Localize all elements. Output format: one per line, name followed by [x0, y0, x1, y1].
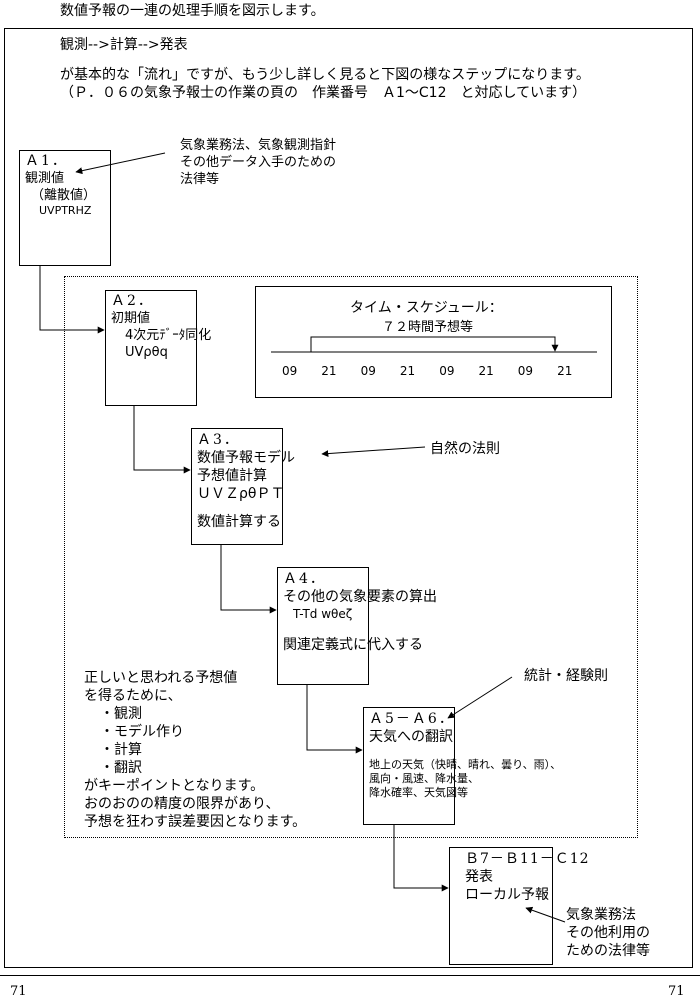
step-line: 観測値 — [25, 171, 65, 186]
schedule-hour-label: 21 — [557, 364, 573, 378]
step-line: UVPTRHZ — [39, 204, 92, 217]
step-line: 数値予報モデル — [197, 450, 295, 466]
step-id: Ａ2． — [111, 293, 154, 309]
step-line: ローカル予報 — [465, 887, 549, 903]
step-line: 天気への翻訳 — [369, 729, 453, 745]
diagram-frame — [4, 28, 693, 968]
schedule-hour-label: 21 — [321, 364, 337, 378]
schedule-hour-label: 09 — [517, 364, 534, 378]
step-b7-c12-box: Ｂ7－Ｂ11－Ｃ12 発表 ローカル予報 — [449, 847, 589, 965]
step-line: 降水確率、天気図等 — [369, 786, 468, 799]
processing-region — [64, 276, 638, 838]
arrow-a3-a4 — [220, 545, 277, 614]
schedule-span — [310, 336, 559, 352]
description-line-2: （Ｐ．０６の気象予報士の作業の頁の 作業番号 Ａ1～C12 と対応しています） — [60, 85, 587, 101]
description-line-1: が基本的な「流れ」ですが、もう少し詳しく見ると下図の様なステップになります。 — [60, 67, 590, 83]
schedule-subtitle: ７２時間予想等 — [382, 320, 474, 335]
step-line: 4次元ﾃﾞｰﾀ同化 — [125, 328, 212, 343]
step-a3-box: Ａ3． 数値予報モデル 予想値計算 ＵＶＺρθＰＴ 数値計算する — [191, 428, 295, 545]
arrow-a4-a5 — [306, 685, 363, 754]
flow-summary: 観測-->計算-->発表 — [60, 37, 188, 53]
schedule-hour-label: 09 — [282, 364, 298, 378]
arrow-laws-top — [75, 152, 166, 175]
step-a1-box: Ａ1． 観測値 （離散値） UVPTRHZ — [19, 150, 111, 266]
laws-note-bottom: 気象業務法 その他利用の ための法律等 — [566, 907, 650, 959]
step-a2-box: Ａ2． 初期値 4次元ﾃﾞｰﾀ同化 UVρθq — [105, 290, 212, 406]
arrow-laws-bottom — [525, 906, 566, 923]
arrow-a1-a2 — [39, 266, 105, 334]
step-line: （離散値） — [31, 188, 97, 203]
step-id: Ａ5－Ａ6． — [369, 711, 455, 727]
step-id: Ａ1． — [25, 153, 68, 169]
schedule-hour-label: 09 — [360, 364, 376, 378]
step-line: T-Td wθeζ — [293, 607, 353, 621]
page-intro: 数値予報の一連の処理手順を図示します。 — [60, 3, 325, 19]
step-line: ＵＶＺρθＰＴ — [197, 486, 285, 502]
schedule-hour-label: 21 — [478, 364, 494, 378]
page-number-right: 71 — [668, 984, 685, 999]
laws-note-top: 気象業務法、気象観測指針 その他データ入手のための 法律等 — [180, 138, 337, 187]
step-line: 風向・風速、降水量、 — [369, 772, 479, 785]
step-line: UVρθq — [125, 345, 168, 360]
schedule-hour-label: 09 — [439, 364, 455, 378]
step-line: 発表 — [465, 869, 493, 885]
arrow-a2-a3 — [133, 406, 191, 474]
step-line: 数値計算する — [197, 514, 281, 530]
step-line: 初期値 — [111, 311, 151, 326]
stats-rule-note: 統計・経験則 — [524, 668, 608, 684]
step-id: Ａ3． — [197, 432, 240, 448]
footer-rule — [0, 975, 700, 976]
schedule-title: タイム・スケジュール： — [350, 300, 503, 316]
arrow-a5-b7 — [393, 825, 449, 892]
keypoints-note: 正しいと思われる予想値 を得るために、 ・観測 ・モデル作り ・計算 ・翻訳 が… — [84, 670, 307, 830]
time-schedule-box: タイム・スケジュール： ７２時間予想等 09 21 09 21 09 21 09 21 — [255, 286, 612, 398]
schedule-hour-label: 21 — [399, 364, 416, 378]
step-line: 予想値計算 — [197, 468, 267, 484]
page-number-left: 71 — [10, 984, 27, 999]
arrow-stats-rule — [447, 676, 513, 719]
arrow-natural-law — [321, 446, 426, 458]
natural-law-note: 自然の法則 — [430, 441, 500, 457]
step-id: Ａ4． — [283, 571, 326, 587]
